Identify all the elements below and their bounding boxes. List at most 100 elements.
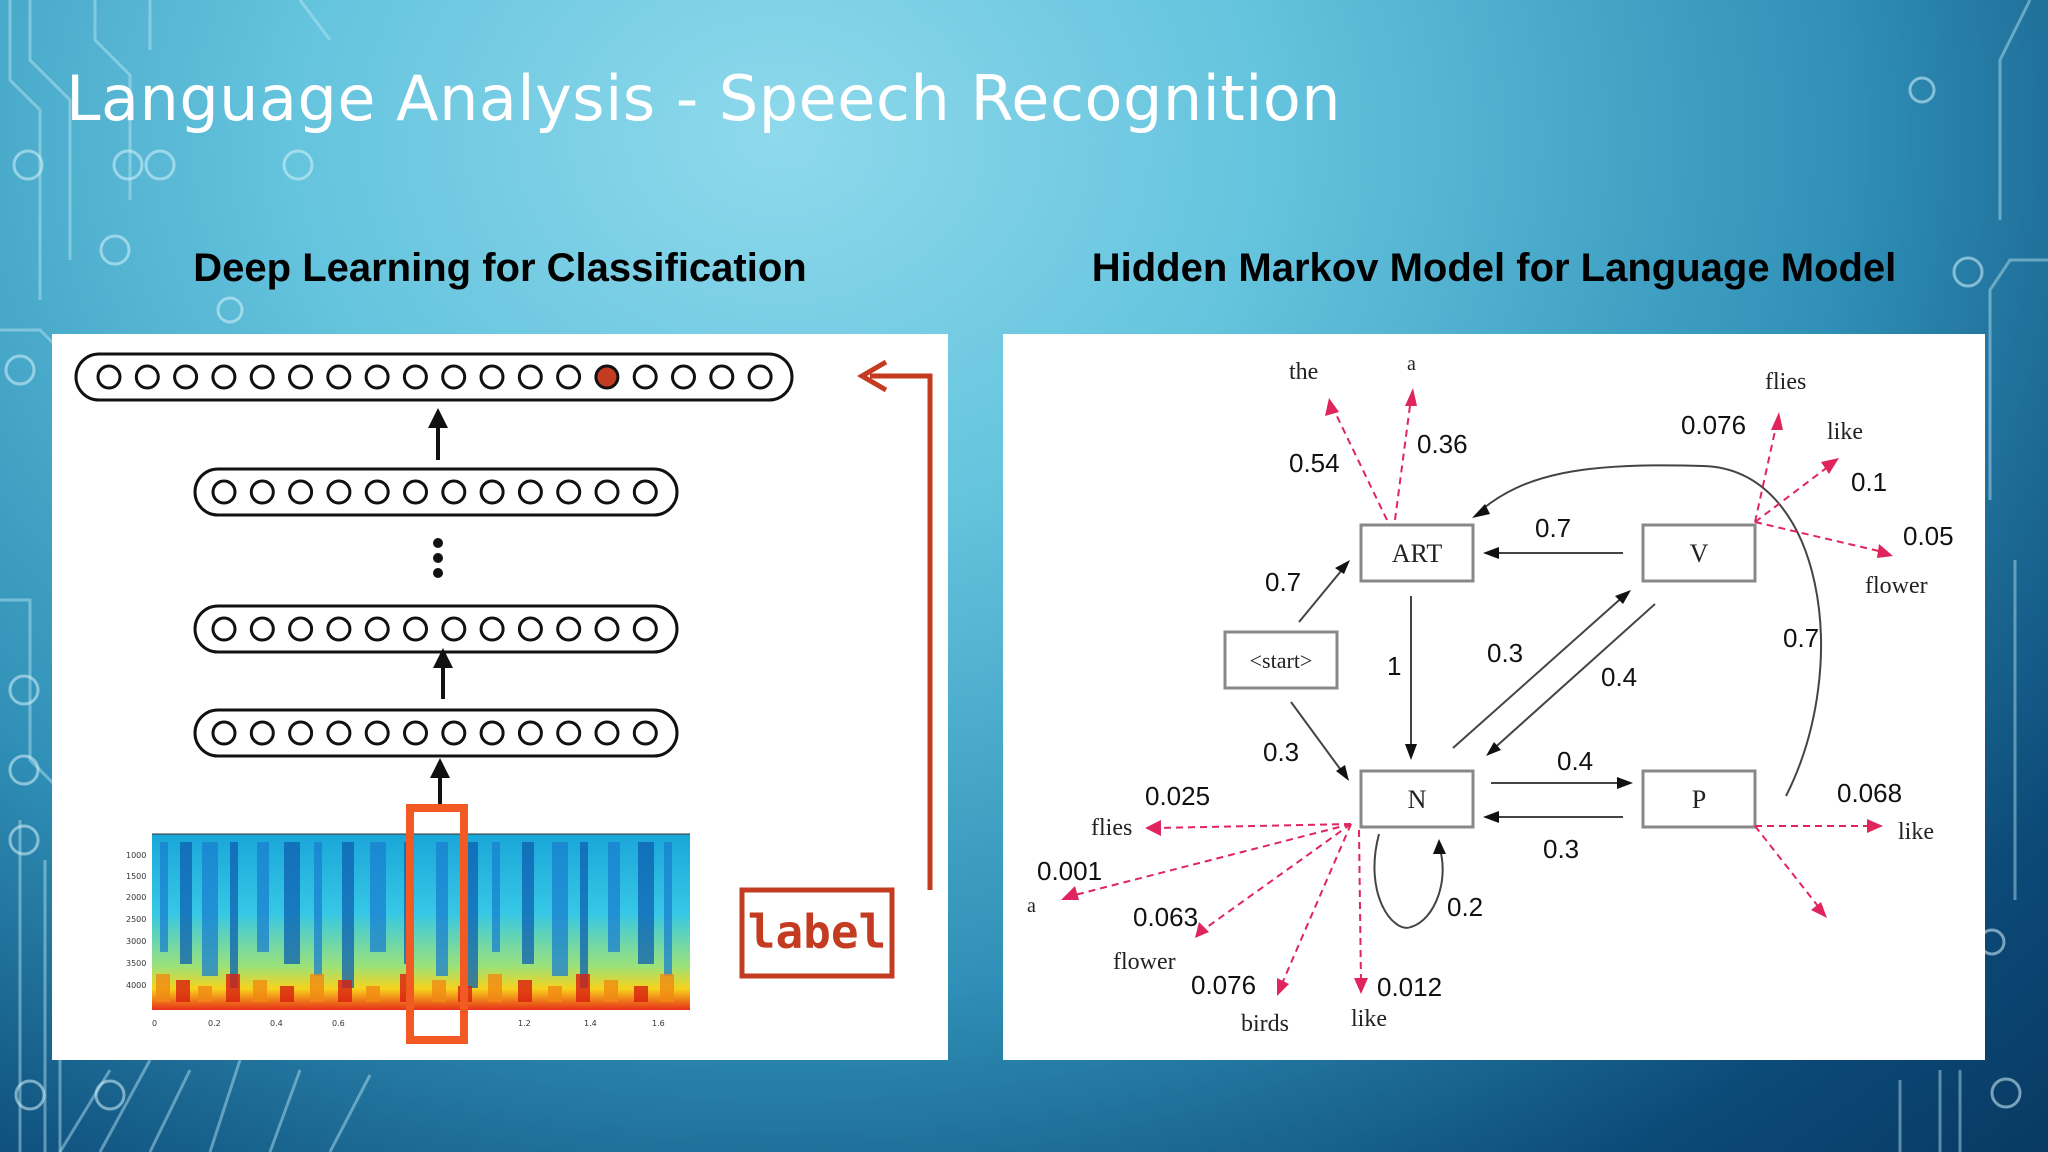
- neuron-unit: [326, 364, 352, 390]
- spectrogram-energy: [176, 980, 190, 1002]
- neuron-unit: [594, 479, 620, 505]
- slide-title: Language Analysis - Speech Recognition: [66, 62, 1342, 135]
- word-v-flies: flies: [1765, 369, 1806, 395]
- state-v: [1641, 523, 1757, 583]
- spectrogram-energy: [576, 974, 590, 1002]
- svg-text:4000: 4000: [126, 981, 146, 990]
- prob-n-birds: 0.076: [1191, 970, 1256, 1000]
- prob-n-flower: 0.063: [1133, 902, 1198, 932]
- state-n: [1359, 769, 1475, 829]
- word-n-birds: birds: [1241, 1011, 1289, 1037]
- prob-v-flower: 0.05: [1903, 521, 1954, 551]
- spectrogram-band: [314, 842, 322, 976]
- svg-text:3500: 3500: [126, 959, 146, 968]
- state-p: [1641, 769, 1757, 829]
- neuron-unit: [556, 616, 582, 642]
- neuron-unit: [671, 364, 696, 390]
- spectrogram-energy: [634, 986, 648, 1002]
- neuron-unit: [632, 364, 658, 390]
- word-n-flower: flower: [1113, 949, 1176, 975]
- active-output-unit: [594, 364, 620, 390]
- neuron-unit: [173, 364, 199, 390]
- word-p-like: like: [1898, 819, 1934, 845]
- left-panel-heading: Deep Learning for Classification: [193, 246, 807, 290]
- emission-arrowheads: [1061, 388, 1893, 996]
- neuron-unit: [517, 364, 543, 390]
- neuron-unit: [517, 720, 543, 746]
- neuron-unit: [364, 479, 390, 505]
- spectrogram-energy: [604, 980, 618, 1002]
- spectrogram-band: [284, 842, 300, 964]
- hidden-units-middle: [211, 616, 658, 642]
- neuron-unit: [364, 364, 390, 390]
- neuron-unit: [134, 364, 160, 390]
- input-window-highlight: [406, 804, 468, 1044]
- prob-n-v: 0.3: [1487, 638, 1523, 668]
- svg-text:0.6: 0.6: [332, 1019, 345, 1028]
- prob-n-n: 0.2: [1447, 892, 1483, 922]
- spectrogram-energy: [198, 986, 212, 1002]
- output-units: [96, 364, 773, 390]
- label-box: [739, 887, 895, 979]
- feedback-arrow: [870, 373, 933, 890]
- spectrogram-band: [342, 842, 354, 988]
- spectrogram-band: [370, 842, 386, 952]
- neuron-unit: [479, 616, 505, 642]
- word-v-like: like: [1827, 419, 1863, 445]
- state-n-label: N: [1408, 785, 1427, 814]
- neuron-unit: [594, 720, 620, 746]
- neuron-unit: [249, 720, 275, 746]
- svg-text:2000: 2000: [126, 893, 146, 902]
- prob-v-flies: 0.076: [1681, 410, 1746, 440]
- svg-text:1.2: 1.2: [518, 1019, 531, 1028]
- spectrogram-band: [230, 842, 238, 988]
- hidden-layer-top: [193, 467, 679, 517]
- state-v-label: V: [1690, 539, 1709, 568]
- spectrogram-band: [492, 842, 500, 952]
- neuron-unit: [211, 720, 237, 746]
- neuron-unit: [441, 720, 467, 746]
- prob-art-the: 0.54: [1289, 448, 1340, 478]
- spectrogram-band: [552, 842, 568, 976]
- hidden-layer-bottom: [193, 708, 679, 758]
- svg-text:2500: 2500: [126, 915, 146, 924]
- prob-v-art: 0.7: [1535, 513, 1571, 543]
- neuron-unit: [364, 720, 390, 746]
- spectrogram-energy: [338, 980, 352, 1002]
- state-art: [1359, 523, 1475, 583]
- spectrogram-energy: [253, 980, 267, 1002]
- state-p-label: P: [1692, 785, 1706, 814]
- neuron-unit: [364, 616, 390, 642]
- spectrogram-band: [664, 842, 672, 976]
- prob-start-n: 0.3: [1263, 737, 1299, 767]
- spectrogram-band: [638, 842, 654, 964]
- neuron-unit: [211, 364, 237, 390]
- spectrogram-energy: [156, 974, 170, 1002]
- neuron-unit: [632, 720, 658, 746]
- ellipsis-dots: [433, 538, 443, 578]
- neuron-unit: [441, 616, 467, 642]
- prob-n-a: 0.001: [1037, 856, 1102, 886]
- prob-n-flies: 0.025: [1145, 781, 1210, 811]
- spectrogram-energy: [366, 986, 380, 1002]
- prob-v-n: 0.4: [1601, 662, 1637, 692]
- svg-text:1.6: 1.6: [652, 1019, 665, 1028]
- neuron-unit: [403, 616, 428, 642]
- spectrogram-band: [257, 842, 269, 952]
- svg-text:1500: 1500: [126, 872, 146, 881]
- svg-text:0: 0: [152, 1019, 157, 1028]
- neuron-unit: [709, 364, 735, 390]
- prob-art-a: 0.36: [1417, 429, 1468, 459]
- label-text: label: [748, 905, 886, 959]
- spectrogram-energy: [660, 974, 674, 1002]
- transition-arrowheads: [1335, 504, 1633, 854]
- prob-p-like: 0.068: [1837, 778, 1902, 808]
- neuron-unit: [211, 616, 237, 642]
- spectrogram-band: [580, 842, 588, 988]
- spectrogram-energy: [488, 974, 502, 1002]
- neuron-unit: [632, 479, 658, 505]
- neuron-unit: [403, 720, 428, 746]
- neuron-unit: [556, 720, 582, 746]
- state-art-label: ART: [1392, 539, 1443, 568]
- spectrogram-band: [160, 842, 168, 952]
